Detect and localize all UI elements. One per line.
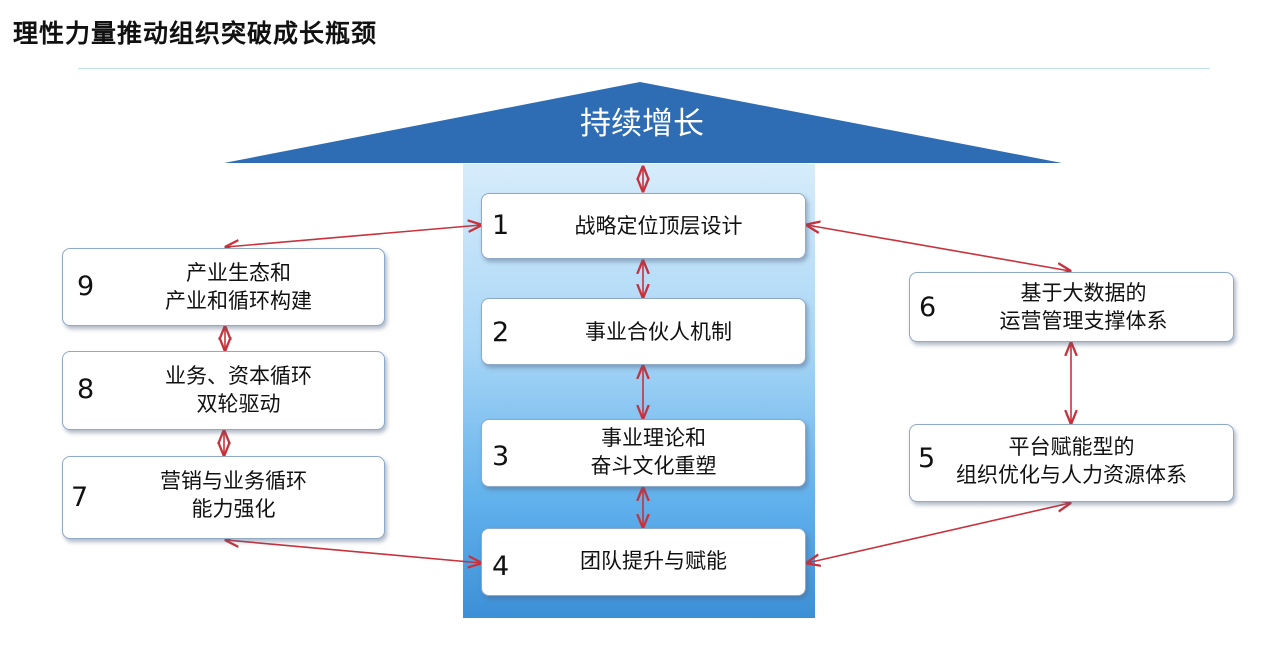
box-text: 平台赋能型的 组织优化与人力资源体系 [956, 435, 1187, 487]
box-number: 6 [919, 292, 937, 323]
box-4-team: 4 团队提升与赋能 [481, 528, 806, 596]
box-number: 2 [492, 317, 510, 348]
box-2-partnership: 2 事业合伙人机制 [481, 298, 806, 365]
box-3-culture: 3 事业理论和 奋斗文化重塑 [481, 419, 806, 487]
box-text: 事业理论和 奋斗文化重塑 [590, 426, 717, 478]
box-number: 4 [492, 551, 510, 582]
page-title: 理性力量推动组织突破成长瓶颈 [13, 19, 378, 48]
box-number: 9 [77, 271, 95, 302]
box-text: 团队提升与赋能 [580, 549, 727, 573]
growth-arrowhead [224, 82, 1062, 163]
box-6-big-data: 6 基于大数据的 运营管理支撑体系 [909, 272, 1234, 342]
connector-1-9 [226, 225, 481, 247]
box-1-strategy: 1 战略定位顶层设计 [481, 193, 806, 259]
connector-1-6 [807, 225, 1070, 271]
connector-7-4 [226, 540, 481, 563]
box-text: 事业合伙人机制 [585, 320, 732, 344]
connector-5-4 [807, 503, 1070, 563]
box-number: 8 [77, 374, 95, 405]
box-text: 基于大数据的 运营管理支撑体系 [999, 281, 1168, 333]
box-5-platform: 5 平台赋能型的 组织优化与人力资源体系 [909, 424, 1234, 502]
box-7-marketing: 7 营销与业务循环 能力强化 [62, 456, 385, 539]
box-number: 5 [918, 443, 936, 474]
box-text: 产业生态和 产业和循环构建 [165, 261, 312, 313]
title-divider [78, 68, 1210, 69]
box-text: 营销与业务循环 能力强化 [160, 469, 307, 521]
box-9-ecosystem: 9 产业生态和 产业和循环构建 [62, 248, 385, 326]
box-text: 业务、资本循环 双轮驱动 [165, 364, 312, 416]
box-number: 1 [492, 210, 510, 241]
box-number: 7 [71, 482, 89, 513]
box-text: 战略定位顶层设计 [574, 214, 743, 238]
growth-label: 持续增长 [580, 106, 704, 142]
box-number: 3 [492, 441, 510, 472]
box-8-capital: 8 业务、资本循环 双轮驱动 [62, 351, 385, 430]
